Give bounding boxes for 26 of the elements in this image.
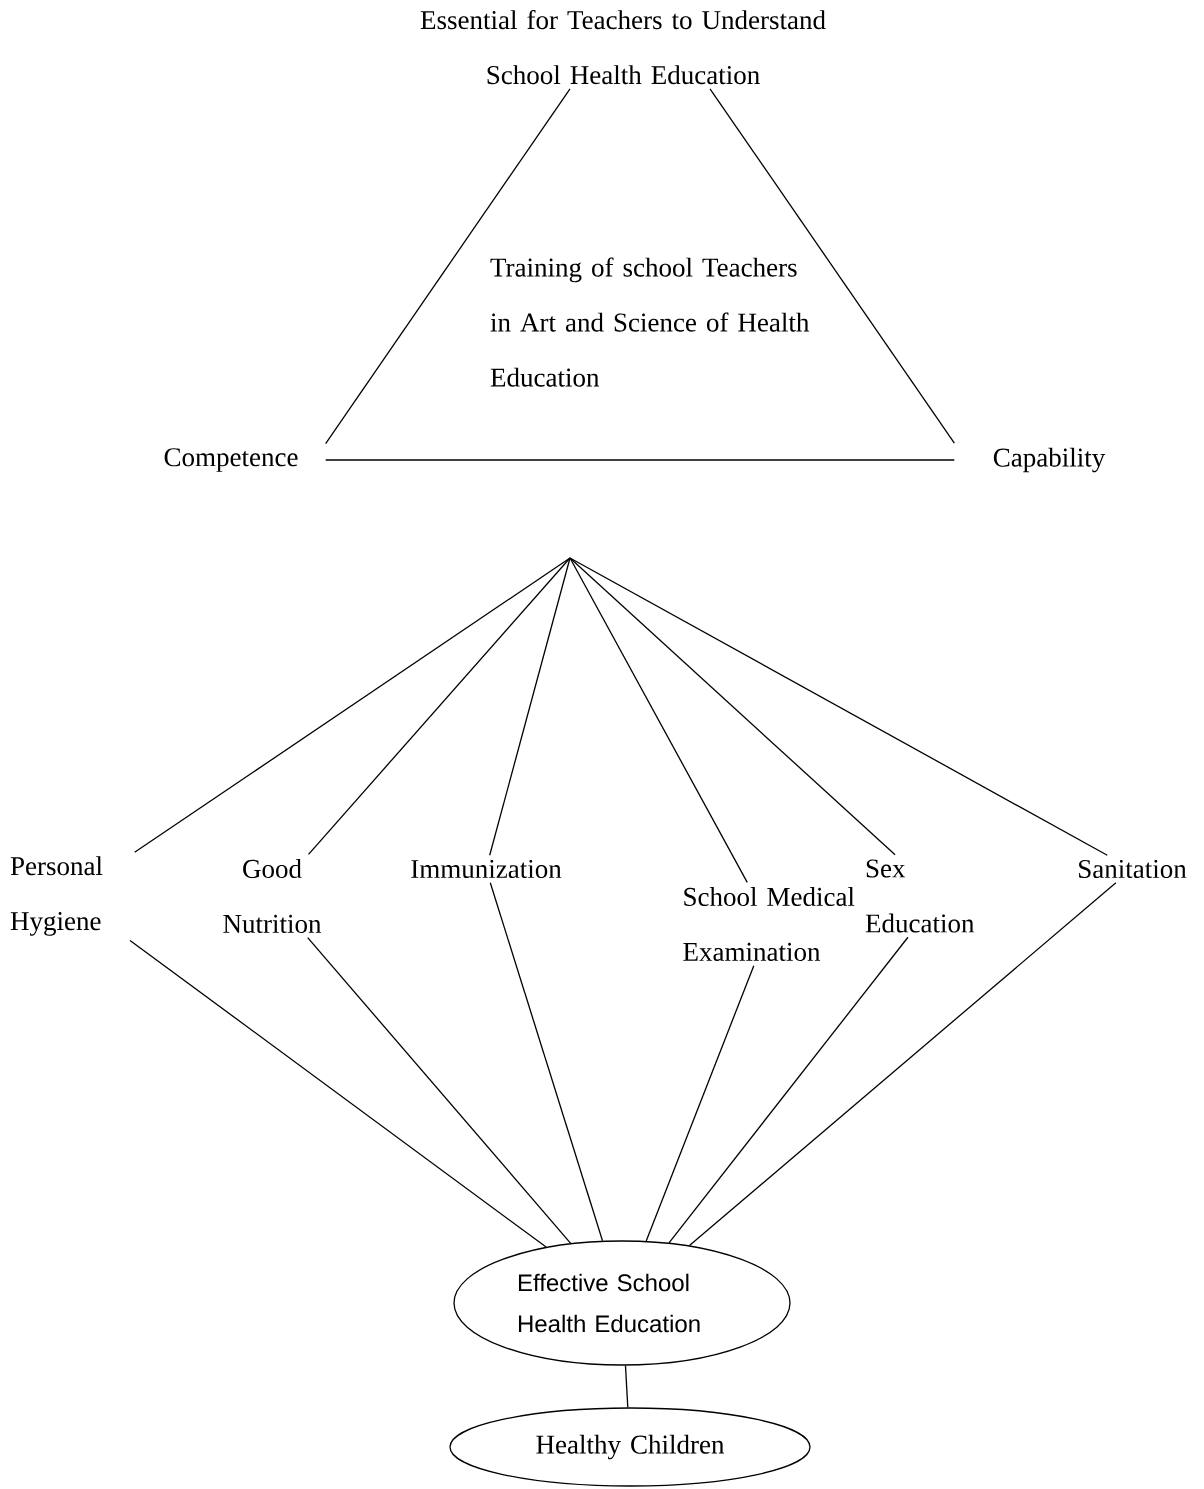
topic-label: Sanitation xyxy=(1079,859,1187,879)
connector-line xyxy=(489,882,604,1242)
connector-line xyxy=(624,1365,629,1408)
triangle-line xyxy=(709,88,955,444)
concept-label: Competence xyxy=(164,448,298,472)
topic-label: Personal Hygiene xyxy=(10,856,103,936)
topic-label: Good Nutrition xyxy=(223,859,322,933)
concept-label: Capability xyxy=(993,447,1106,473)
connector-line xyxy=(307,937,572,1244)
connector-line xyxy=(569,557,1108,856)
topic-label: Immunization xyxy=(411,859,562,879)
topic-label: Sex Education xyxy=(865,859,975,933)
connector-line xyxy=(129,939,547,1248)
connector-line xyxy=(645,965,755,1242)
connector-line xyxy=(668,936,909,1244)
connector-line xyxy=(489,557,571,856)
body-text: Training of school Teachers in Art and Science of Health Education xyxy=(490,257,810,387)
triangle-line xyxy=(325,459,955,461)
triangle-line xyxy=(325,88,571,445)
connector-line xyxy=(569,557,896,856)
connector-line xyxy=(569,557,748,883)
topic-label: School Medical Examination xyxy=(683,887,855,961)
connector-line xyxy=(134,557,571,853)
connector-line xyxy=(688,882,1117,1247)
connector-line xyxy=(307,557,571,855)
title-text: Essential for Teachers to Understand School Health Education xyxy=(420,9,826,85)
